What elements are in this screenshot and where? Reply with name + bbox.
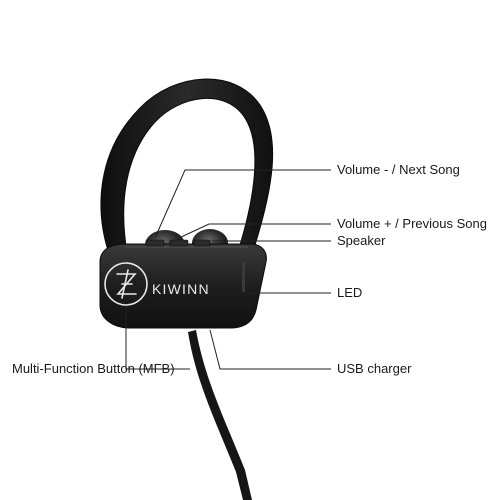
leader-usb — [209, 329, 331, 370]
callout-usb-charger: USB charger — [337, 361, 412, 376]
callout-speaker: Speaker — [337, 233, 386, 248]
brand-text: KIWINN — [152, 281, 210, 297]
callout-mfb: Multi-Function Button (MFB) — [12, 361, 175, 376]
callout-led: LED — [337, 285, 363, 300]
callout-volume-previous: Volume + / Previous Song — [337, 216, 487, 231]
leader-volume-next — [154, 169, 331, 239]
leader-volume-prev — [178, 223, 331, 239]
leader-mfb — [125, 307, 190, 370]
logo-glyph — [116, 269, 137, 299]
volume-up-button[interactable] — [169, 239, 189, 247]
speaker-grille — [193, 239, 211, 247]
earphone-cable — [188, 330, 252, 500]
kiwinn-logo-icon[interactable] — [104, 262, 148, 306]
earphone-housing — [99, 243, 267, 329]
callout-volume-next: Volume - / Next Song — [337, 162, 460, 177]
volume-down-button[interactable] — [145, 239, 165, 247]
led-indicator — [242, 262, 245, 292]
